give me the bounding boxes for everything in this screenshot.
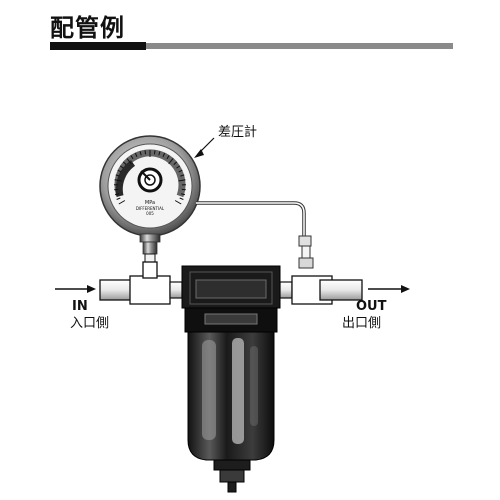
gauge-face-text: DIFFERENTIAL [136, 206, 165, 211]
in-sub-label: 入口側 [70, 316, 109, 331]
gauge-tick [118, 200, 126, 205]
filter-bowl [187, 331, 275, 461]
gauge-tick [168, 158, 174, 165]
gauge-tick [114, 193, 120, 196]
gauge-tick [180, 174, 185, 177]
title-underline-dark [50, 42, 146, 50]
inlet-pipe [99, 261, 183, 305]
tube-fitting [298, 235, 312, 247]
gauge-label-arrowhead [194, 149, 204, 158]
gauge-tick [117, 169, 122, 173]
gauge-tick [139, 151, 142, 156]
gauge-tick [174, 200, 182, 205]
gauge-tick [126, 158, 132, 165]
gauge-tick [144, 150, 147, 155]
gauge-label: 差圧計 [218, 124, 257, 140]
page-title: 配管例 [50, 14, 125, 42]
filter-drain [213, 459, 251, 471]
gauge-tick [153, 150, 156, 155]
gauge-tick [162, 152, 166, 157]
gauge-face-unit: MPa [145, 200, 155, 206]
in-label: IN [72, 299, 88, 314]
gauge-tick [180, 193, 186, 196]
out-sub-label: 出口側 [342, 316, 381, 331]
gauge-tick [158, 151, 161, 156]
gauge-tick [116, 197, 121, 200]
gauge-face-subtext: 005 [146, 211, 154, 216]
filter-unit [181, 265, 281, 493]
gauge-tick [178, 169, 183, 173]
gauge-tick [115, 174, 120, 177]
outlet-pipe [279, 275, 363, 305]
gauge-tick [134, 152, 138, 157]
gauge-tick [119, 165, 124, 169]
gauge-tick [122, 161, 127, 165]
out-label: OUT [356, 299, 387, 314]
differential-pressure-gauge: MPa DIFFERENTIAL 005 [99, 135, 201, 275]
gauge-tick [130, 155, 134, 160]
gauge-tick [178, 179, 186, 182]
gauge-tick [166, 155, 170, 160]
gauge-ticks [114, 150, 186, 205]
title-underline-grey [146, 43, 453, 49]
gauge-tick [179, 197, 184, 200]
gauge-tick [176, 165, 181, 169]
gauge-tick [114, 179, 122, 182]
gauge-tick [173, 161, 178, 165]
gauge-tube [196, 201, 306, 238]
